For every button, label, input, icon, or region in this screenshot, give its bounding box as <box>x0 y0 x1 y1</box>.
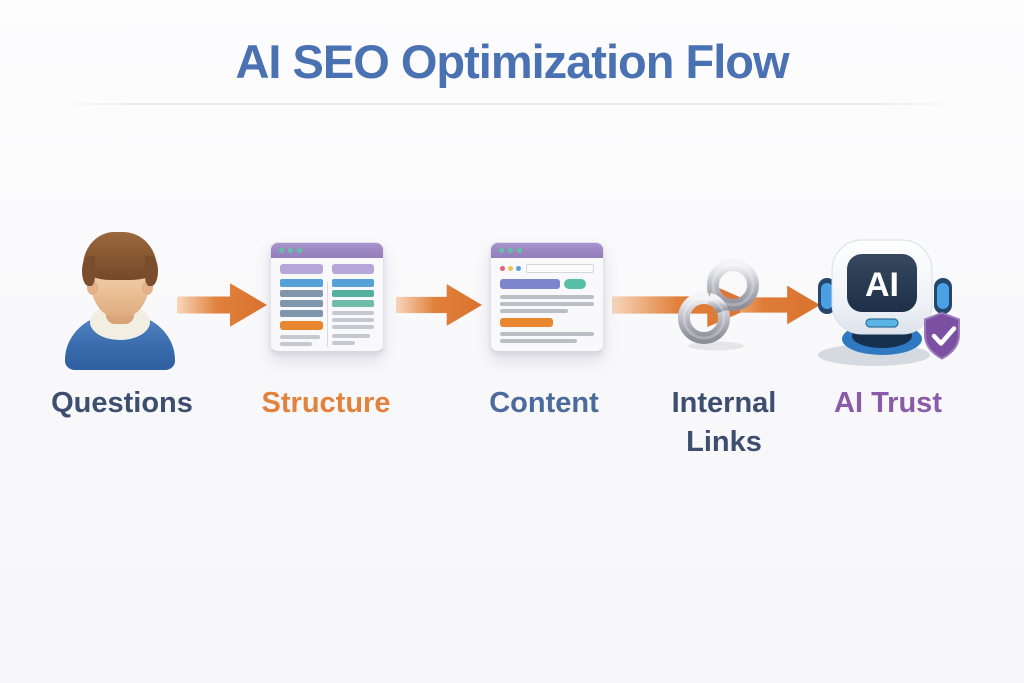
window-body <box>271 258 383 349</box>
flow-arrow-icon <box>177 283 267 327</box>
window-body <box>491 258 603 343</box>
person-user-icon <box>64 232 176 370</box>
flow-arrow-icon <box>740 285 820 325</box>
step-label-questions: Questions <box>51 387 193 419</box>
browser-content-icon <box>490 242 604 353</box>
window-dot <box>499 248 504 253</box>
step-label-ai-trust: AI Trust <box>834 387 942 419</box>
robot-screen <box>847 254 917 312</box>
window-dot <box>508 248 513 253</box>
toolbar-dot <box>508 266 513 271</box>
window-titlebar <box>491 243 603 258</box>
robot-mouth <box>865 318 899 328</box>
structure-right-column <box>331 264 374 349</box>
page-title: AI SEO Optimization Flow <box>235 35 789 88</box>
robot-screen-text: AI <box>865 266 899 304</box>
toolbar-dot <box>500 266 505 271</box>
browser-structure-icon <box>270 242 384 353</box>
shield-check-icon <box>924 311 960 360</box>
browser-toolbar <box>500 264 594 273</box>
address-bar <box>526 264 594 273</box>
window-dot <box>279 248 284 253</box>
tag-pill <box>564 279 586 289</box>
title-divider <box>55 103 967 105</box>
flow-arrow-icon <box>396 284 482 326</box>
toolbar-dot <box>516 266 521 271</box>
chain-link-icon <box>678 259 759 351</box>
highlight-bar <box>500 318 553 327</box>
window-dot <box>288 248 293 253</box>
step-label-internal-links: Internal Links <box>671 387 777 459</box>
step-label-content: Content <box>489 387 599 419</box>
window-dot <box>297 248 302 253</box>
person-hair <box>82 232 158 286</box>
structure-left-column <box>280 264 323 349</box>
ai-robot-shield-icon: AI <box>818 239 960 366</box>
window-dot <box>517 248 522 253</box>
headline-bar <box>500 279 561 289</box>
window-titlebar <box>271 243 383 258</box>
step-label-structure: Structure <box>261 387 391 419</box>
